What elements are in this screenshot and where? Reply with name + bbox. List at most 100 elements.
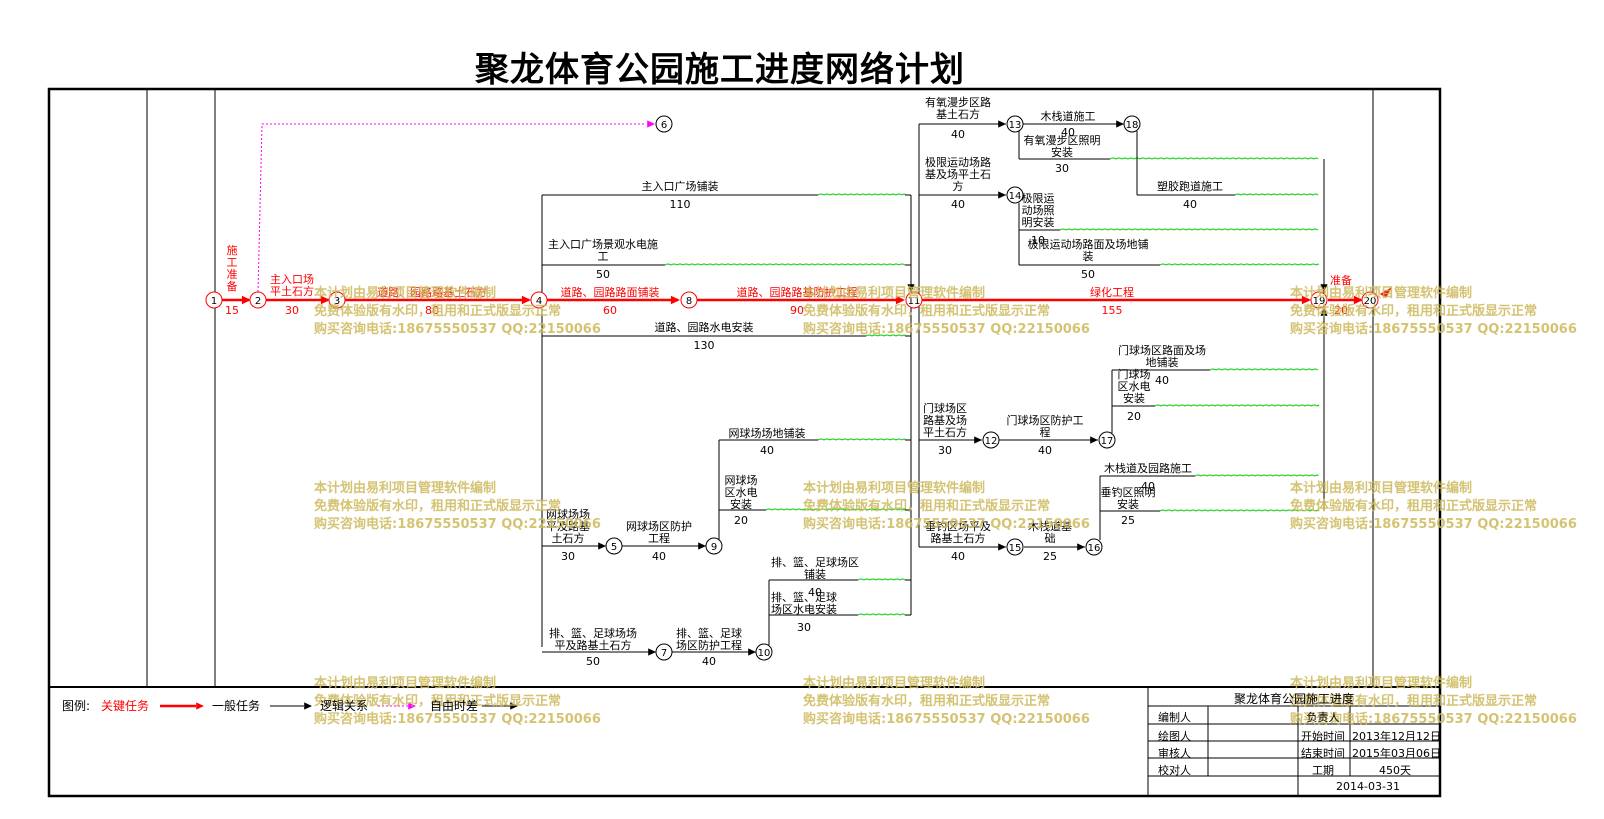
task-label: 排、篮、足球场场 (549, 626, 637, 640)
task-duration: 30 (285, 304, 299, 317)
task-label: 平土石方 (270, 284, 314, 298)
task-label: 程 (1040, 426, 1051, 439)
watermark: 本计划由易利项目管理软件编制免费体验版有水印，租用和正式版显示正常购买咨询电话:… (803, 286, 1090, 337)
task-label: 道路、园路路基防护工程 (737, 285, 858, 299)
task-duration: 20 (734, 514, 748, 527)
task-duration: 40 (951, 550, 965, 563)
task-label: 地铺装 (1146, 356, 1179, 369)
tb-date: 2014-03-31 (1336, 780, 1400, 793)
watermark: 本计划由易利项目管理软件编制免费体验版有水印，租用和正式版显示正常购买咨询电话:… (803, 481, 1090, 532)
outer-frame (47, 87, 1442, 798)
task-label: 平及路基 (546, 520, 590, 533)
task-duration: 40 (760, 444, 774, 457)
task-duration: 40 (1038, 444, 1052, 457)
task-label: 工 (598, 250, 609, 263)
node-circle (1006, 538, 1024, 556)
task-duration: 40 (1061, 126, 1075, 139)
tb-label: 校对人 (1158, 764, 1191, 777)
tb-label: 绘图人 (1158, 730, 1191, 743)
free-float-wave (1154, 404, 1320, 407)
free-float-wave (1059, 228, 1319, 231)
arrowhead (1090, 436, 1098, 444)
node-label: 9 (711, 542, 717, 553)
task-duration: 40 (1183, 198, 1197, 211)
watermark: 本计划由易利项目管理软件编制免费体验版有水印，租用和正式版显示正常购买咨询电话:… (803, 676, 1090, 727)
task-label: 极限运 (1022, 191, 1055, 205)
critical-arrowhead (1353, 295, 1363, 305)
node-circle (1006, 186, 1024, 204)
task-duration: 30 (561, 550, 575, 563)
task-label: 门球场区路面及场 (1118, 343, 1206, 357)
free-float-wave (1159, 509, 1319, 512)
watermark: 本计划由易利项目管理软件编制免费体验版有水印，租用和正式版显示正常购买咨询电话:… (1290, 676, 1577, 727)
task-duration: 40 (808, 586, 822, 599)
task-label: 安装 (730, 497, 752, 511)
node-circle (1361, 291, 1379, 309)
task-label: 道路、园路水电安装 (655, 320, 754, 334)
node-label: 18 (1126, 120, 1139, 131)
task-duration: 80 (425, 304, 439, 317)
tb-label: 编制人 (1158, 711, 1191, 724)
page-title: 聚龙体育公园施工进度网络计划 (475, 50, 965, 90)
critical-arrowhead (320, 295, 330, 305)
task-label: 区水电 (725, 486, 758, 499)
node-label: 8 (686, 296, 692, 307)
task-label: 有氧漫步区照明 (1024, 133, 1101, 147)
free-float-wave (1109, 157, 1319, 160)
node-circle (1085, 538, 1103, 556)
free-float-wave (865, 334, 906, 337)
node-label: 2 (255, 296, 261, 307)
task-duration: 40 (951, 198, 965, 211)
watermark: 本计划由易利项目管理软件编制免费体验版有水印，租用和正式版显示正常购买咨询电话:… (314, 676, 601, 727)
legend-logic-label: 逻辑关系 (320, 699, 369, 713)
node-label: 5 (611, 542, 617, 553)
arrowhead (998, 191, 1006, 199)
tb-key: 开始时间 (1301, 730, 1345, 743)
task-duration: 130 (694, 339, 715, 352)
node-circle (680, 291, 698, 309)
arrowhead (598, 542, 606, 550)
node-label: 1 (211, 296, 217, 307)
arrowhead (1077, 543, 1085, 551)
task-label: 明安装 (1022, 215, 1055, 229)
task-duration: 20 (1127, 410, 1141, 423)
free-float-wave (857, 578, 906, 581)
task-duration: 15 (225, 304, 239, 317)
watermark: 本计划由易利项目管理软件编制免费体验版有水印，租用和正式版显示正常购买咨询电话:… (314, 286, 601, 337)
node-circle (530, 291, 548, 309)
task-label: 平及路基土石方 (555, 638, 632, 652)
task-duration: 40 (951, 128, 965, 141)
node-label: 14 (1009, 191, 1022, 202)
tb-label: 审核人 (1158, 747, 1191, 760)
task-label: 塑胶跑道施工 (1157, 179, 1223, 193)
node-label: 20 (1364, 296, 1377, 307)
tb-value: 2015年03月06日 (1352, 747, 1441, 760)
task-duration: 50 (596, 268, 610, 281)
task-duration: 50 (586, 655, 600, 668)
task-label: 平土石方 (923, 425, 967, 439)
node-label: 19 (1313, 296, 1326, 307)
task-duration: 30 (797, 621, 811, 634)
free-float-wave (857, 613, 906, 616)
task-label: 极限运动场路 (925, 155, 991, 169)
task-label: 工程 (648, 532, 670, 545)
tb-value: 450天 (1379, 764, 1411, 777)
node-circle (249, 291, 267, 309)
task-label: 准备 (1330, 273, 1352, 287)
node-label: 3 (334, 296, 340, 307)
task-label: 门球场区防护工 (1007, 413, 1084, 427)
task-label: 垂钓区场平及 (925, 519, 991, 533)
watermark: 本计划由易利项目管理软件编制免费体验版有水印，租用和正式版显示正常购买咨询电话:… (1290, 286, 1577, 337)
task-label: 主入口广场景观水电施 (548, 237, 658, 251)
free-float-wave (1209, 368, 1319, 371)
arrowhead (648, 648, 656, 656)
task-label: 工 (227, 256, 238, 269)
node-label: 6 (661, 120, 667, 131)
legend-normal-arrow (304, 702, 312, 710)
task-label: 极限运动场路面及场地铺 (1028, 237, 1149, 251)
node-label: 17 (1101, 436, 1114, 447)
task-duration: 40 (1155, 374, 1169, 387)
node-circle (905, 291, 923, 309)
task-label: 垂钓区照明 (1101, 485, 1156, 499)
task-label: 门球场 (1118, 367, 1151, 381)
